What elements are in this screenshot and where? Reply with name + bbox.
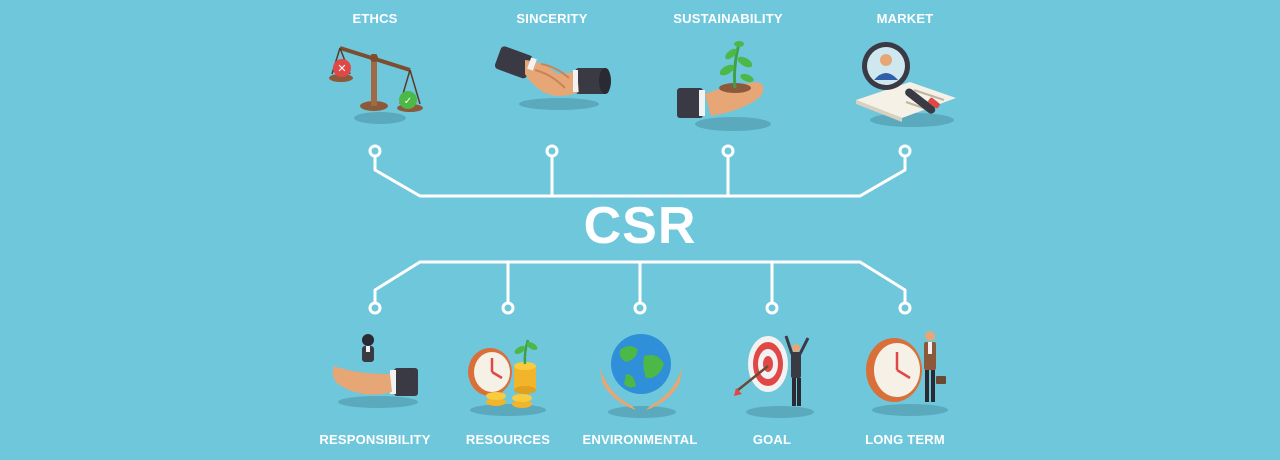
target-arrow-icon	[734, 335, 814, 418]
svg-text:✓: ✓	[404, 96, 412, 107]
label-long-term: LONG TERM	[865, 432, 945, 447]
node-responsibility	[368, 301, 382, 315]
scales-icon: ✕ ✓	[329, 46, 423, 124]
handshake-icon	[495, 46, 611, 110]
clock-businessman-icon	[866, 331, 948, 416]
node-resources	[501, 301, 515, 315]
label-resources: RESOURCES	[465, 432, 551, 447]
clock-coins-icon	[468, 339, 546, 416]
label-market: MARKET	[876, 11, 934, 26]
label-responsibility: RESPONSIBILITY	[319, 432, 431, 447]
csr-title: CSR	[583, 197, 697, 255]
node-goal	[765, 301, 779, 315]
node-sustainability	[721, 144, 735, 158]
label-environmental: ENVIRONMENTAL	[582, 432, 698, 447]
node-environmental	[633, 301, 647, 315]
node-market	[898, 144, 912, 158]
globe-in-hands-icon	[600, 334, 682, 418]
magnifier-document-icon	[856, 42, 956, 127]
svg-text:✕: ✕	[337, 62, 346, 75]
label-ethcs: ETHCS	[352, 11, 398, 26]
label-sincerity: SINCERITY	[516, 11, 588, 26]
label-sustainability: SUSTAINABILITY	[673, 11, 783, 26]
person-on-hand-icon	[332, 334, 418, 408]
label-goal: GOAL	[752, 432, 792, 447]
plant-in-hand-icon	[677, 41, 771, 131]
node-long-term	[898, 301, 912, 315]
node-sincerity	[545, 144, 559, 158]
node-ethcs	[368, 144, 382, 158]
